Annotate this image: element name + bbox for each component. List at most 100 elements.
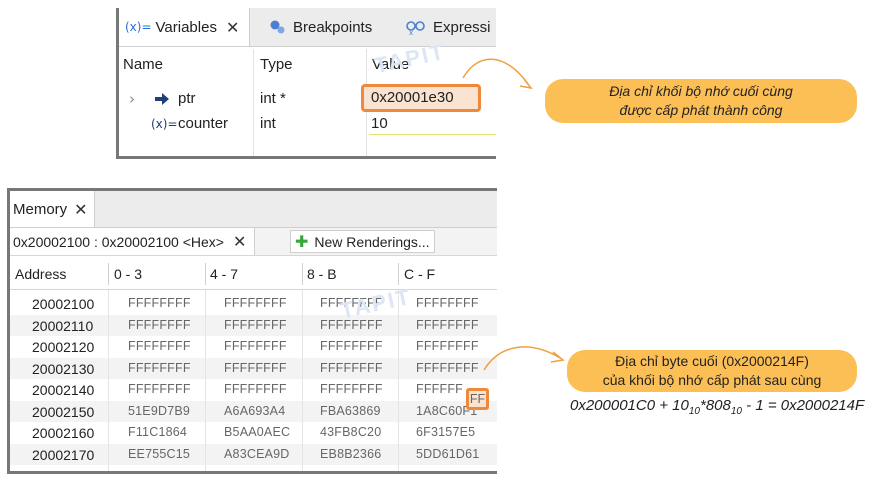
- memory-cell[interactable]: FFFFFFFF: [128, 317, 191, 332]
- rendering-label: 0x20002100 : 0x20002100 <Hex>: [13, 233, 224, 250]
- column-divider: [205, 263, 206, 285]
- memory-row[interactable]: 20002140 FFFFFFFF FFFFFFFF FFFFFFFF FFFF…: [10, 379, 497, 400]
- memory-cell[interactable]: A6A693A4: [224, 403, 286, 418]
- tab-variables-label: Variables: [155, 18, 217, 36]
- memory-cell[interactable]: 1A8C60F1: [416, 403, 478, 418]
- column-divider: [253, 49, 254, 156]
- memory-row[interactable]: 20002120 FFFFFFFF FFFFFFFF FFFFFFFF FFFF…: [10, 336, 497, 357]
- memory-cell[interactable]: FFFFFFFF: [416, 296, 479, 310]
- memory-cell[interactable]: FFFFFFFF: [320, 317, 383, 332]
- memory-tabbar: Memory ✕: [10, 191, 497, 228]
- variable-type: int *: [260, 90, 286, 107]
- close-icon[interactable]: ✕: [74, 199, 88, 219]
- memory-cell[interactable]: FFFFFFFF: [224, 382, 287, 396]
- pointer-arrow-icon: [155, 93, 169, 105]
- memory-address: 20002110: [32, 317, 94, 334]
- memory-cell[interactable]: B5AA0AEC: [224, 425, 291, 439]
- memory-cell[interactable]: 43FB8C20: [320, 425, 382, 439]
- memory-cell[interactable]: EE755C15: [128, 446, 191, 461]
- formula-subscript: 10: [730, 406, 742, 417]
- tab-hex-rendering[interactable]: 0x20002100 : 0x20002100 <Hex> ✕: [10, 228, 256, 255]
- header-name[interactable]: Name: [123, 56, 164, 73]
- header-col-4-7[interactable]: 4 - 7: [210, 266, 239, 282]
- header-value[interactable]: Value: [372, 56, 410, 73]
- header-col-c-f[interactable]: C - F: [404, 266, 436, 282]
- memory-cell[interactable]: FFFFFFFF: [320, 382, 383, 396]
- close-icon[interactable]: ✕: [225, 17, 240, 37]
- tab-expressions[interactable]: x Expressi: [405, 8, 491, 46]
- variable-row-ptr[interactable]: › ptr int *: [119, 87, 496, 112]
- tab-memory[interactable]: Memory ✕: [10, 191, 95, 227]
- address-formula: 0x200001C0 + 1010*80810 - 1 = 0x2000214F: [570, 397, 864, 417]
- memory-cell[interactable]: FFFFFFFF: [416, 339, 479, 353]
- memory-cell[interactable]: FFFFFF: [416, 382, 464, 396]
- highlighted-last-byte[interactable]: FF: [466, 388, 489, 410]
- memory-cell[interactable]: 51E9D7B9: [128, 403, 191, 418]
- variable-name: counter: [178, 115, 229, 132]
- memory-address: 20002150: [32, 403, 95, 420]
- memory-view: Memory ✕ 0x20002100 : 0x20002100 <Hex> ✕…: [7, 188, 497, 474]
- column-divider: [108, 263, 109, 285]
- memory-cell[interactable]: F11C1864: [128, 425, 188, 439]
- new-renderings-label: New Renderings...: [314, 233, 430, 250]
- variable-row-counter[interactable]: (x)= counter int 10: [119, 112, 496, 137]
- tab-breakpoints[interactable]: Breakpoints: [269, 8, 372, 46]
- column-divider: [302, 263, 303, 285]
- memory-cell[interactable]: FFFFFFFF: [224, 339, 287, 353]
- value-underline: [369, 134, 496, 135]
- memory-cell[interactable]: FFFFFFFF: [320, 296, 383, 310]
- memory-cell[interactable]: 6F3157E5: [416, 425, 476, 439]
- tab-expressions-label: Expressi: [433, 18, 491, 36]
- callout-line: của khối bộ nhớ cấp phát sau cùng: [602, 372, 822, 388]
- expressions-icon: x: [406, 21, 425, 36]
- memory-address: 20002140: [32, 382, 95, 398]
- column-divider: [398, 263, 399, 285]
- callout-line: Địa chỉ byte cuối (0x2000214F): [615, 353, 809, 369]
- header-col-8-b[interactable]: 8 - B: [307, 266, 337, 282]
- memory-cell[interactable]: FFFFFFFF: [224, 360, 287, 375]
- close-icon[interactable]: ✕: [232, 232, 247, 251]
- variable-value[interactable]: 10: [371, 115, 388, 132]
- plus-icon: ✚: [295, 232, 309, 251]
- memory-cell[interactable]: FBA63869: [320, 403, 381, 418]
- memory-row[interactable]: 20002170 EE755C15 A83CEA9D EB8B2366 5DD6…: [10, 443, 497, 465]
- highlighted-pointer-value[interactable]: 0x20001e30: [361, 84, 481, 112]
- variable-type: int: [260, 115, 276, 132]
- memory-row[interactable]: 20002160 F11C1864 B5AA0AEC 43FB8C20 6F31…: [10, 422, 497, 443]
- memory-cell[interactable]: FFFFFFFF: [128, 339, 191, 353]
- memory-row[interactable]: 20002130 FFFFFFFF FFFFFFFF FFFFFFFF FFFF…: [10, 357, 497, 379]
- memory-row[interactable]: 20002150 51E9D7B9 A6A693A4 FBA63869 1A8C…: [10, 400, 497, 422]
- memory-cell[interactable]: FFFFFFFF: [320, 339, 383, 353]
- memory-cell[interactable]: 5DD61D61: [416, 446, 480, 461]
- formula-part: 0x200001C0 + 10: [570, 397, 689, 414]
- memory-cell[interactable]: FFFFFFFF: [128, 382, 191, 396]
- column-divider: [302, 290, 303, 471]
- memory-table-header: Address 0 - 3 4 - 7 8 - B C - F: [10, 257, 497, 290]
- memory-cell[interactable]: FFFFFFFF: [320, 360, 383, 375]
- memory-row[interactable]: 20002110 FFFFFFFF FFFFFFFF FFFFFFFF FFFF…: [10, 314, 497, 336]
- header-type[interactable]: Type: [260, 56, 293, 73]
- memory-address: 20002170: [32, 446, 95, 463]
- memory-cell[interactable]: FFFFFFFF: [224, 296, 287, 310]
- variables-tabbar: (x)= Variables ✕ Breakpoints x Expressi: [119, 8, 496, 47]
- column-divider: [205, 290, 206, 471]
- expand-chevron-icon[interactable]: ›: [129, 90, 135, 108]
- formula-subscript: 10: [688, 406, 700, 417]
- breakpoints-icon: [270, 20, 285, 34]
- header-address[interactable]: Address: [15, 266, 67, 282]
- memory-cell[interactable]: FFFFFFFF: [128, 296, 191, 310]
- memory-cell[interactable]: A83CEA9D: [224, 446, 290, 461]
- header-col-0-3[interactable]: 0 - 3: [114, 266, 143, 282]
- memory-cell[interactable]: EB8B2366: [320, 446, 382, 461]
- memory-cell[interactable]: FFFFFFFF: [416, 317, 479, 332]
- memory-cell[interactable]: FFFFFFFF: [128, 360, 191, 375]
- new-renderings-button[interactable]: ✚ New Renderings...: [290, 230, 435, 253]
- memory-cell[interactable]: FFFFFFFF: [224, 317, 287, 332]
- memory-row[interactable]: 20002100 FFFFFFFF FFFFFFFF FFFFFFFF FFFF…: [10, 293, 497, 314]
- memory-cell[interactable]: FFFFFFFF: [416, 360, 479, 375]
- tab-variables[interactable]: (x)= Variables ✕: [119, 8, 251, 46]
- column-divider: [108, 290, 109, 471]
- tab-breakpoints-label: Breakpoints: [293, 18, 373, 36]
- callout-last-byte-address: Địa chỉ byte cuối (0x2000214F) của khối …: [567, 350, 857, 392]
- variable-icon: (x)=: [125, 20, 152, 34]
